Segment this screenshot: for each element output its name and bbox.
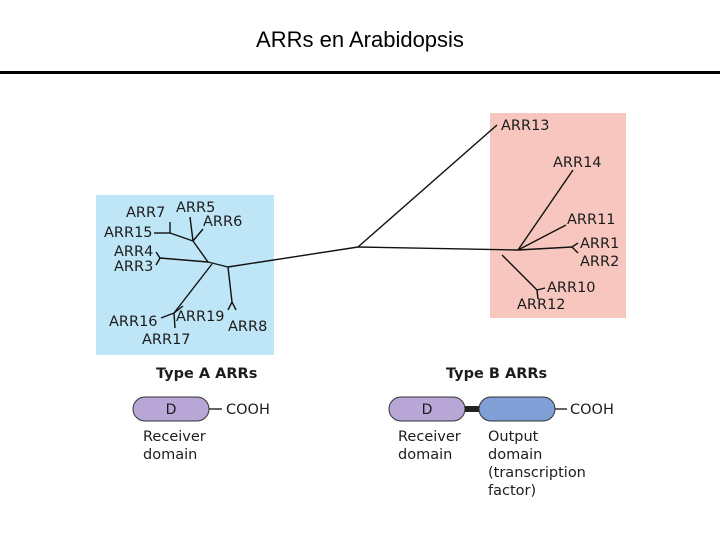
branch-arr5: [189, 216, 194, 242]
leaf-label-arr10: ARR10: [547, 280, 596, 296]
branch-arr16: [160, 312, 175, 319]
type-b-internal-branch-2: [501, 254, 538, 291]
leaf-label-arr14: ARR14: [553, 155, 602, 171]
leaf-label-arr17: ARR17: [142, 332, 191, 348]
branch-arr10: [536, 287, 546, 291]
title-rule: [0, 71, 720, 74]
branch-arr8b: [231, 301, 237, 311]
leaf-label-arr6: ARR6: [203, 214, 242, 230]
type-b-heading: Type B ARRs: [446, 366, 547, 382]
type-b-output-caption-line3: (transcription: [488, 465, 586, 481]
leaf-label-arr13: ARR13: [501, 118, 550, 134]
leaf-label-arr15: ARR15: [104, 225, 153, 241]
leaf-label-arr2: ARR2: [580, 254, 619, 270]
type-a-internal-branch-2: [192, 240, 209, 263]
branch-arr11: [517, 224, 567, 251]
central-branch-right: [357, 246, 519, 251]
branch-arr8: [227, 301, 233, 311]
branch-arr12: [536, 289, 539, 300]
leaf-label-arr12: ARR12: [517, 297, 566, 313]
leaf-label-arr19: ARR19: [176, 309, 225, 325]
type-a-domain-letter: D: [166, 402, 177, 418]
leaf-label-arr7: ARR7: [126, 205, 165, 221]
leaf-label-arr5: ARR5: [176, 200, 215, 216]
branch-arr1: [571, 242, 579, 248]
type-b-schematic: Type B ARRs D COOH Receiver domain Outpu…: [388, 366, 614, 499]
leaf-label-arr16: ARR16: [109, 314, 158, 330]
leaf-label-arr3: ARR3: [114, 259, 153, 275]
type-b-domain-letter: D: [422, 402, 433, 418]
type-b-receiver-caption-line2: domain: [398, 447, 452, 463]
type-a-cooh-label: COOH: [226, 402, 270, 418]
leaf-label-arr1: ARR1: [580, 236, 619, 252]
type-a-receiver-caption-line1: Receiver: [143, 429, 206, 445]
type-b-output-caption-line2: domain: [488, 447, 542, 463]
branch-arr17: [173, 312, 176, 329]
type-b-cooh-label: COOH: [570, 402, 614, 418]
type-b-linker: [465, 406, 480, 412]
type-b-output-domain: [478, 396, 556, 422]
type-a-schematic: Type A ARRs D COOH Receiver domain: [132, 366, 270, 463]
leaf-label-arr11: ARR11: [567, 212, 616, 228]
branch-arr2: [571, 246, 579, 254]
phylogenetic-tree: [154, 124, 579, 329]
type-b-output-caption-line4: factor): [488, 483, 536, 499]
central-branch-left: [227, 246, 359, 268]
type-b-leaf-labels: ARR13 ARR14 ARR11 ARR1 ARR2 ARR10 ARR12: [501, 118, 619, 313]
type-a-internal-branch: [207, 261, 229, 268]
leaf-label-arr4: ARR4: [114, 244, 153, 260]
branch-arr3: [155, 257, 161, 266]
leaf-label-arr8: ARR8: [228, 319, 267, 335]
type-b-internal-branch: [517, 246, 573, 251]
type-a-internal-branch-4: [159, 257, 209, 263]
type-a-cluster-box: [96, 195, 274, 355]
slide-title: ARRs en Arabidopsis: [256, 27, 464, 52]
type-b-output-caption-line1: Output: [488, 429, 539, 445]
type-a-internal-branch-3: [169, 232, 194, 242]
branch-arr14: [517, 169, 574, 251]
type-b-cluster-box: [490, 113, 626, 318]
branch-arr19: [173, 305, 184, 314]
type-b-receiver-caption-line1: Receiver: [398, 429, 461, 445]
type-a-heading: Type A ARRs: [156, 366, 257, 382]
type-a-receiver-caption-line2: domain: [143, 447, 197, 463]
type-a-internal-branch-5: [173, 263, 213, 314]
type-a-leaf-labels: ARR7 ARR5 ARR6 ARR15 ARR4 ARR3 ARR16 ARR…: [104, 200, 267, 348]
branch-arr13: [357, 124, 498, 248]
branch-arr6: [192, 228, 204, 242]
branch-arr4: [155, 251, 161, 259]
type-a-internal-branch-6: [227, 266, 233, 303]
